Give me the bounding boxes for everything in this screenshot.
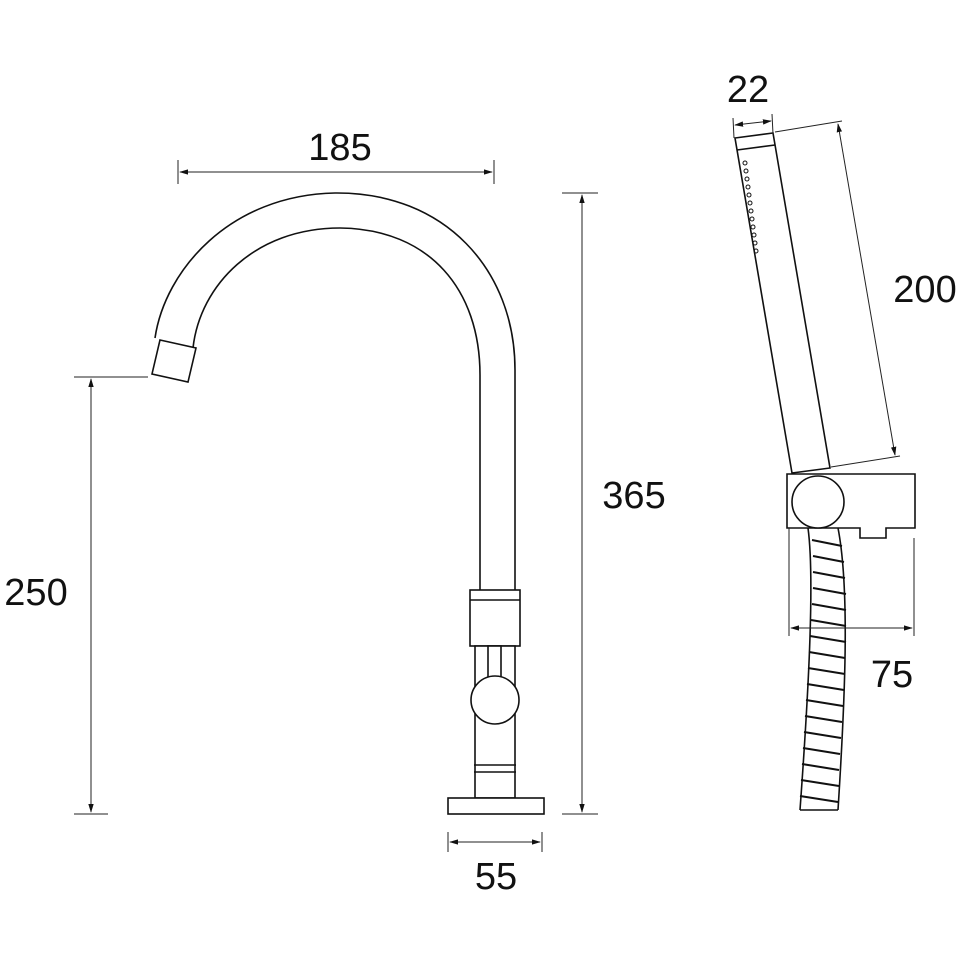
spray-nozzles <box>742 160 759 254</box>
dimension-head-width: 22 <box>727 69 774 139</box>
dimension-spout-reach: 185 <box>177 127 495 184</box>
label-head-width: 22 <box>727 69 769 111</box>
label-spout-height: 250 <box>4 572 67 614</box>
label-holder-width: 75 <box>871 654 913 696</box>
shower-handle <box>734 132 831 474</box>
dimension-spout-height: 250 <box>4 376 148 815</box>
spout-tube <box>154 192 516 592</box>
dimension-head-length: 200 <box>774 120 957 468</box>
swivel-ball <box>791 475 845 529</box>
hose-coils <box>799 539 847 803</box>
label-total-height: 365 <box>602 475 665 517</box>
shower-hose <box>799 527 812 811</box>
spout-aerator <box>151 339 197 383</box>
faucet-base <box>447 797 545 815</box>
dimension-holder-width: 75 <box>788 528 915 696</box>
gooseneck-faucet <box>151 192 545 815</box>
lever-knob <box>470 675 520 725</box>
dimension-total-height: 365 <box>562 192 666 815</box>
label-base-width: 55 <box>475 856 517 898</box>
label-head-length: 200 <box>893 269 956 311</box>
hand-shower <box>734 132 916 811</box>
dimension-base-width: 55 <box>447 832 543 898</box>
spout-tube-inner <box>192 227 481 592</box>
neck-collar <box>469 589 521 647</box>
label-spout-reach: 185 <box>308 127 371 169</box>
